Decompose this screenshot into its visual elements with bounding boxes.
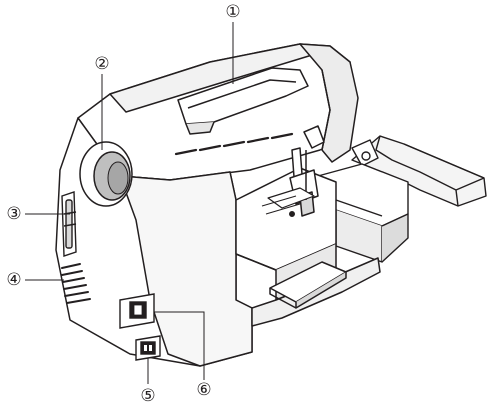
embroidery-arm [317,135,487,263]
leader-lines [25,22,234,384]
power-socket [135,335,161,361]
callout-2: ② [94,54,109,74]
side-dial-slot [61,191,77,257]
callout-1: ① [225,2,240,22]
power-switch [119,293,155,329]
callout-5: ⑤ [140,386,155,406]
callouts: ① ② ③ ④ ⑤ ⑥ [6,2,240,406]
ventilation-grille [61,263,91,304]
handwheel [79,141,133,207]
callout-4: ④ [6,270,21,290]
callout-6: ⑥ [196,380,211,400]
callout-3: ③ [6,204,21,224]
